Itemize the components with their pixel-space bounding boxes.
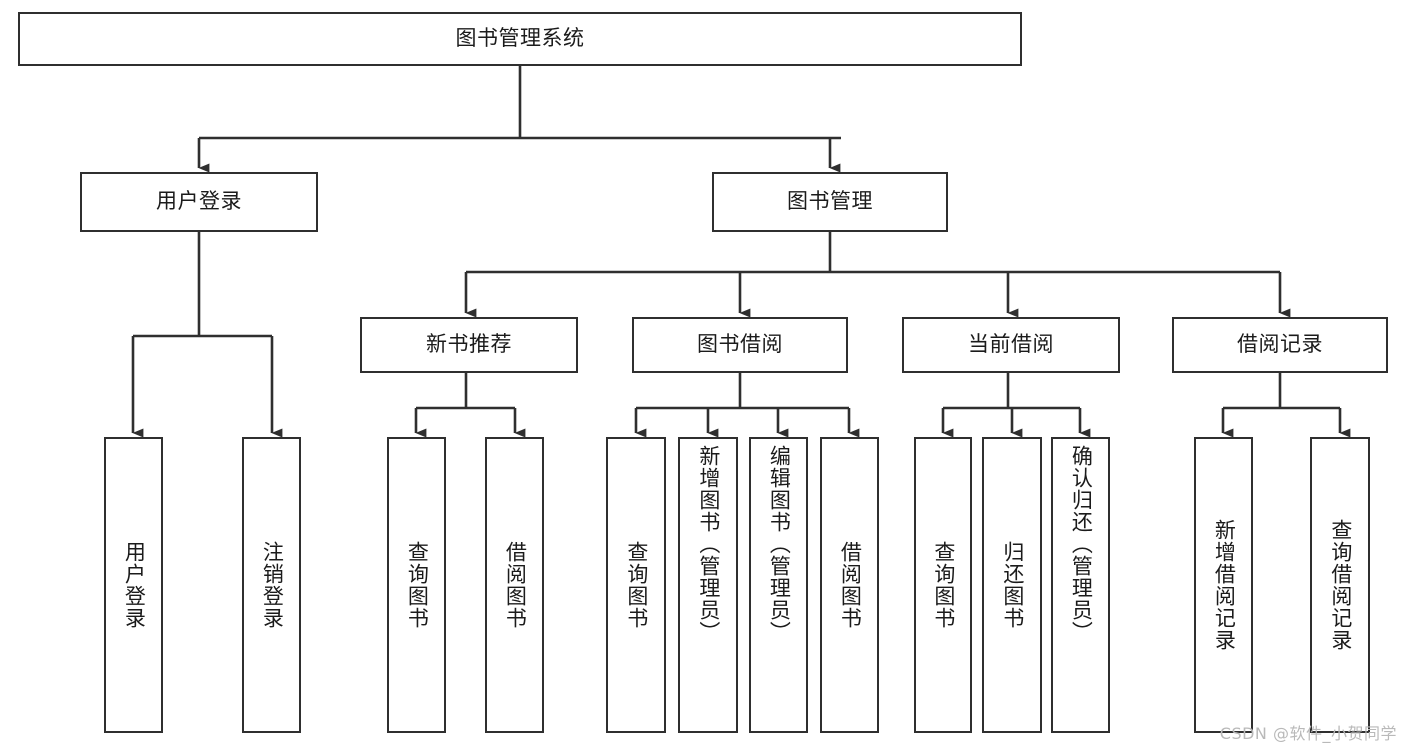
node-leaf-query-book-1[interactable]: 查询图书 [387,437,446,733]
node-book-borrow[interactable]: 图书借阅 [632,317,848,373]
node-label: 借阅图书 [503,541,528,629]
node-label: 新增借阅记录 [1212,519,1237,651]
node-book-management[interactable]: 图书管理 [712,172,948,232]
node-leaf-query-book-3[interactable]: 查询图书 [914,437,972,733]
node-leaf-query-borrow-record[interactable]: 查询借阅记录 [1310,437,1370,733]
node-leaf-query-book-2[interactable]: 查询图书 [606,437,666,733]
node-label: 注销登录 [260,541,285,629]
node-leaf-borrow-book-1[interactable]: 借阅图书 [485,437,544,733]
node-label: 借阅记录 [1237,332,1323,357]
node-leaf-add-borrow-record[interactable]: 新增借阅记录 [1194,437,1253,733]
node-label: 查询图书 [931,541,956,629]
node-leaf-borrow-book-2[interactable]: 借阅图书 [820,437,879,733]
node-label: 查询图书 [624,541,649,629]
node-label: 当前借阅 [968,332,1054,357]
node-root-title[interactable]: 图书管理系统 [18,12,1022,66]
node-label: 编辑图书（管理员） [767,445,792,643]
node-label: 确认归还（管理员） [1069,445,1094,643]
node-label: 借阅图书 [838,541,863,629]
csdn-watermark: CSDN @软件_小贺同学 [1219,724,1397,743]
node-leaf-confirm-return-admin[interactable]: 确认归还（管理员） [1051,437,1110,733]
node-label: 查询图书 [405,541,430,629]
node-label: 图书管理系统 [455,26,585,51]
node-leaf-return-book[interactable]: 归还图书 [982,437,1042,733]
node-label: 新增图书（管理员） [696,445,721,643]
node-label: 用户登录 [122,541,147,629]
node-borrow-record[interactable]: 借阅记录 [1172,317,1388,373]
node-label: 查询借阅记录 [1328,519,1353,651]
node-leaf-add-book-admin[interactable]: 新增图书（管理员） [678,437,738,733]
node-new-book-recommend[interactable]: 新书推荐 [360,317,578,373]
node-current-borrow[interactable]: 当前借阅 [902,317,1120,373]
node-label: 图书管理 [787,189,873,214]
node-leaf-user-login[interactable]: 用户登录 [104,437,163,733]
node-user-login[interactable]: 用户登录 [80,172,318,232]
node-label: 用户登录 [156,189,242,214]
node-leaf-logout-login[interactable]: 注销登录 [242,437,301,733]
node-label: 图书借阅 [697,332,783,357]
node-label: 新书推荐 [426,332,512,357]
node-leaf-edit-book-admin[interactable]: 编辑图书（管理员） [749,437,808,733]
node-label: 归还图书 [1000,541,1025,629]
